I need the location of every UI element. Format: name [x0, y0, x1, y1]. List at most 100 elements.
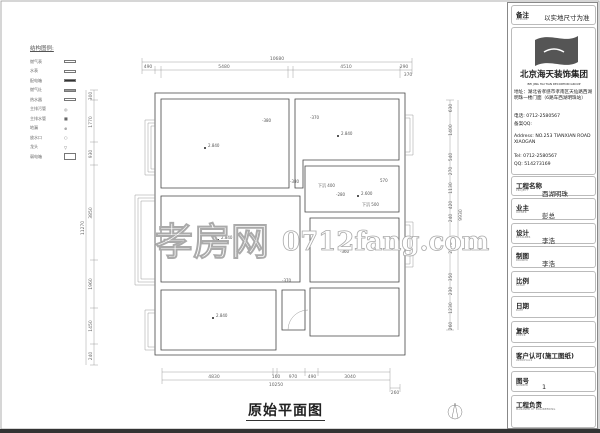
dim-right: 420 [448, 201, 454, 210]
dim-right: 1230 [448, 302, 454, 314]
title-field-value: 李浩 [542, 237, 555, 245]
beam-mark: -370 [310, 115, 320, 120]
tel-label: Tel: [514, 154, 522, 159]
annotation: 下沉 500 [362, 201, 379, 207]
drawing-title: 原始平面图 [246, 400, 325, 421]
title-field-sub: DRAWER [516, 259, 529, 262]
dim-bottom: 160 [272, 374, 281, 380]
floor-drain-icon: ⊕ [64, 125, 68, 131]
title-field-sub: SCALE [516, 284, 526, 287]
dim-left-total: 11270 [80, 221, 86, 235]
title-field-value: 彭总 [542, 212, 555, 220]
title-field-label: 复核 [516, 327, 529, 335]
legend-heading: 结构图例: [30, 46, 54, 52]
dim-right: 350 [448, 273, 454, 282]
title-field-label: 日期 [516, 302, 529, 310]
title-field-value: 李浩 [542, 260, 555, 268]
legend-item: 地漏⊕ [30, 125, 68, 131]
legend-item: 水表 [30, 67, 76, 77]
watermark-text-cn: 孝房网 [155, 220, 269, 264]
dim-right: 630 [448, 104, 454, 113]
windows [134, 114, 414, 351]
beam-mark: -380 [290, 179, 300, 184]
company-panel: 北京海天装饰集团 BEI JING HAI TIAN DECORTION GRO… [511, 27, 596, 175]
dim-right: 2270 [448, 242, 454, 254]
title-field-sub: OWNER [516, 211, 527, 214]
company-flag-logo-icon [535, 36, 578, 66]
level-mark: 2.840 [221, 235, 233, 240]
dim-left: 3850 [88, 207, 94, 219]
title-field: 客户认可(施工图纸)APPROVALS [511, 346, 596, 368]
level-mark: 2.600 [361, 191, 373, 196]
qq: 514273169 [524, 162, 551, 167]
water-outlet-icon: ○ [64, 135, 68, 141]
dim-bottom: 970 [289, 374, 298, 380]
dim-right: 260 [448, 322, 454, 331]
legend-item: 主排水管■ [30, 115, 68, 122]
legend-item: 热水器 [30, 95, 76, 105]
beam-mark: -280 [336, 192, 346, 197]
level-mark: 2.840 [341, 131, 353, 136]
faucet-icon: ▽ [64, 144, 68, 150]
dim-left: 300 [88, 92, 94, 101]
title-field-label: 客户认可(施工图纸) [516, 352, 574, 360]
dim-right: 1130 [448, 182, 454, 194]
legend-item: 主排污管◎ [30, 106, 68, 112]
phone-label: 电话: [514, 114, 525, 119]
dim-top: 370 [404, 72, 413, 78]
sewage-pipe-icon: ◎ [64, 106, 68, 112]
legend-item: 放水口○ [30, 134, 68, 141]
dim-top: 4510 [340, 64, 352, 70]
company-name-en: BEI JING HAI TIAN DECORTION GROUP [527, 82, 581, 86]
address-en: NO.253 TIANXIAN ROAD XIAOGAN [514, 134, 591, 145]
record-label: 备案QQ: [514, 122, 532, 127]
dim-left: 930 [88, 150, 94, 159]
dim-left: 1770 [88, 116, 94, 128]
title-field-sub: PROJECT [516, 189, 529, 192]
title-field-sub: NUMBER [516, 384, 529, 387]
note-label: 备注 [516, 11, 529, 19]
dim-top: 490 [144, 64, 153, 70]
walls [154, 92, 406, 356]
bottom-border [0, 429, 600, 433]
address-en-label: Address: [514, 134, 534, 139]
watermark-text-en: 0712fang.com [282, 227, 489, 257]
drain-pipe-icon: ■ [64, 116, 68, 122]
title-field-sub: CHECK [516, 334, 526, 337]
note-cell: 备注 REMARK 以实地尺寸为准 [511, 5, 596, 25]
title-block: 备注 REMARK 以实地尺寸为准 北京海天装饰集团 BEI JING HAI … [507, 2, 598, 429]
dim-right: 230 [448, 287, 454, 296]
title-field-sub: DESIGNER [516, 236, 531, 239]
dim-bottom: 260 [391, 390, 400, 396]
dim-bottom: 3040 [344, 374, 356, 380]
company-name-cn: 北京海天装饰集团 [519, 70, 588, 80]
title-field-sub: MANAGER OF ENGINEERING [516, 408, 556, 411]
title-field-label: 工程负责 [516, 401, 542, 409]
legend-item: 燃气灶 [30, 86, 76, 96]
title-field-value: 1 [542, 383, 547, 391]
phone: 0712-2580567 [526, 114, 561, 119]
beam-mark: -360 [340, 249, 350, 254]
note-value: 以实地尺寸为准 [544, 14, 590, 22]
dim-bottom-total: 10250 [269, 382, 283, 388]
legend-item: 配电箱 [30, 76, 76, 86]
title-field-label: 制图 [516, 252, 529, 260]
title-field-sub: APPROVALS [516, 359, 533, 362]
dim-right: 240 [448, 214, 454, 223]
dimension-lines [85, 58, 459, 392]
annotation: 570 [380, 178, 388, 183]
legend-item: 龙头▽ [30, 144, 68, 150]
note-sub: REMARK [516, 18, 528, 21]
gas-meter-icon [64, 60, 76, 64]
dim-right-total: 9930 [458, 209, 464, 221]
dim-top-total: 10680 [270, 56, 284, 62]
